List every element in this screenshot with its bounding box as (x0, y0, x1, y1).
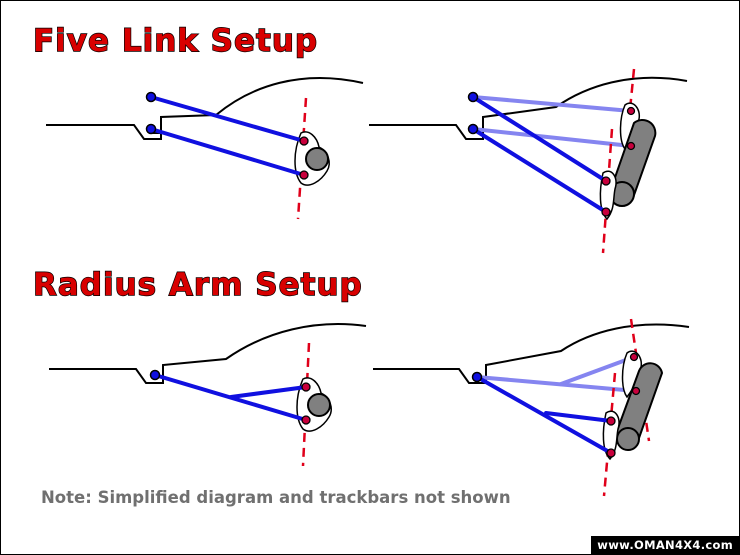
upper-link-frame-pivot (467, 91, 479, 103)
far-lower-link-pivot (626, 141, 636, 151)
far-lower-pivot (631, 386, 641, 396)
lower-link-frame-pivot (145, 123, 157, 135)
watermark: www.OMAN4X4.com (591, 536, 739, 554)
radius-arm-lower-axle-pivot (606, 448, 616, 458)
lower-link-axle-pivot (601, 207, 611, 217)
five-link-articulated-view (369, 68, 688, 254)
upper-link (149, 95, 306, 143)
lower-link (149, 127, 306, 177)
radius-arm-far-main (475, 375, 638, 393)
lower-link-frame-pivot (467, 123, 479, 135)
upper-link-axle-pivot (601, 176, 611, 186)
far-upper-pivot (629, 352, 639, 362)
radius-arm-lower-axle-pivot (301, 415, 311, 425)
radius-arm-articulated-view (373, 318, 690, 497)
radius-arm-side-view (49, 323, 367, 467)
axle-tube-end (616, 427, 640, 451)
radius-arm-near-main (475, 375, 613, 455)
upper-link-far-side (471, 95, 633, 113)
radius-arm-upper-axle-pivot (606, 416, 616, 426)
radius-arm-frame-pivot (149, 369, 161, 381)
radius-arm-upper-axle-pivot (301, 382, 311, 392)
radius-arm-heading: Radius Arm Setup (33, 267, 363, 303)
chassis-outline (46, 77, 364, 140)
lower-link-near-side (471, 127, 608, 214)
upper-link-near-side (471, 95, 608, 183)
lower-link-axle-pivot (299, 170, 309, 180)
upper-link-frame-pivot (145, 91, 157, 103)
lower-link-far-side (471, 127, 633, 148)
upper-link-axle-pivot (299, 136, 309, 146)
five-link-heading: Five Link Setup (33, 23, 318, 59)
radius-arm-upper-branch (229, 385, 308, 399)
diagram-note: Note: Simplified diagram and trackbars n… (41, 488, 511, 507)
chassis-outline (49, 323, 367, 384)
far-upper-link-pivot (626, 106, 636, 116)
axle-tube (307, 393, 331, 417)
radius-arm-frame-pivot (471, 371, 483, 383)
radius-arm-near-branch (544, 411, 613, 423)
five-link-side-view (46, 77, 364, 220)
axle-tube (305, 147, 329, 171)
radius-arm-far-branch (559, 355, 636, 386)
